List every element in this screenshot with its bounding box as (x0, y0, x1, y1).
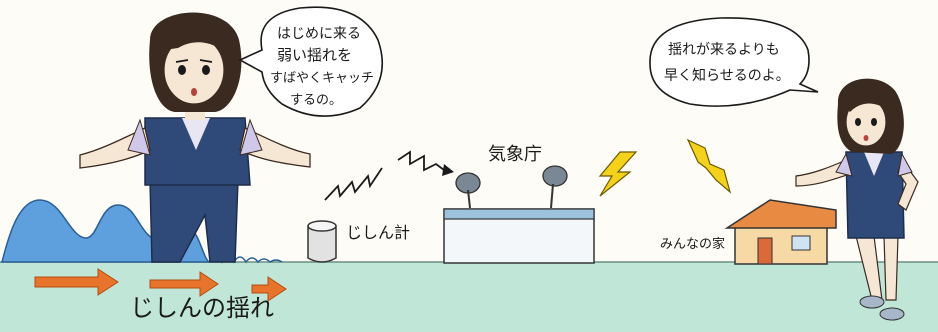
signal-zigzag-1 (324, 167, 383, 201)
arrow-2 (149, 271, 219, 297)
house-label: みんなの家 (660, 236, 725, 252)
arrow-1 (34, 268, 119, 296)
seismometer (307, 220, 337, 263)
house (724, 199, 837, 265)
lightning-1 (598, 151, 638, 197)
bubble-left-line-1: はじめに来る (277, 26, 361, 42)
weather-agency-building (443, 165, 595, 264)
lightning-2 (686, 138, 732, 194)
bubble-right-line-1: 揺れが来るよりも (668, 42, 780, 58)
bubble-left-line-3: すばやくキャッチ (270, 71, 374, 86)
woman-left (79, 12, 311, 263)
signal-zigzag-2 (397, 150, 445, 172)
ground (0, 262, 938, 332)
speech-bubble-left: はじめに来る 弱い揺れを すばやくキャッチ するの。 (238, 6, 384, 117)
bubble-left-line-4: するの。 (290, 93, 342, 108)
agency-label: 気象庁 (488, 144, 542, 165)
woman-right (795, 78, 919, 321)
arrow-3 (251, 276, 287, 302)
speech-bubble-right: 揺れが来るよりも 早く知らせるのよ。 (649, 17, 819, 107)
shaking-arrows (34, 268, 287, 302)
bubble-right-line-2: 早く知らせるのよ。 (664, 67, 790, 84)
signal-arrowhead (442, 164, 454, 176)
shaking-label: じしんの揺れ (130, 294, 274, 322)
bubble-left-line-2: 弱い揺れを (277, 46, 352, 64)
seismometer-label: じしん計 (346, 223, 410, 242)
